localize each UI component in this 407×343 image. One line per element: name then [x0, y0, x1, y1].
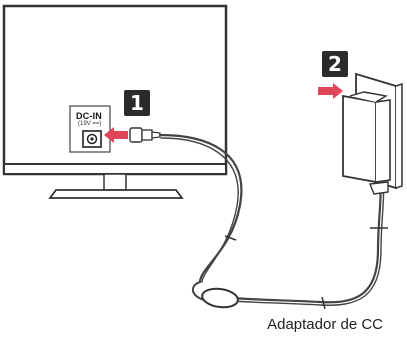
tv-body — [2, 4, 228, 176]
step-1-badge: 1 — [124, 90, 150, 116]
step-2-badge: 2 — [322, 51, 348, 77]
insert-arrow-1 — [104, 127, 128, 143]
tv-stand-base — [48, 189, 184, 199]
power-cable — [158, 133, 385, 306]
dc-in-spec-label: (19V ==) — [78, 121, 102, 127]
dc-in-port — [69, 105, 111, 153]
tv-stand-neck — [103, 173, 127, 191]
insert-arrow-2 — [318, 83, 343, 99]
cable-ties — [224, 227, 388, 310]
adapter-caption: Adaptador de CC — [267, 316, 383, 333]
ferrite-core — [201, 287, 239, 309]
dc-in-label: DC-IN — [76, 111, 102, 121]
port-socket-center — [90, 137, 94, 141]
power-adapter — [342, 91, 391, 195]
tv — [2, 4, 228, 199]
dc-plug — [129, 127, 161, 143]
tv-bottom-bezel — [3, 163, 227, 175]
